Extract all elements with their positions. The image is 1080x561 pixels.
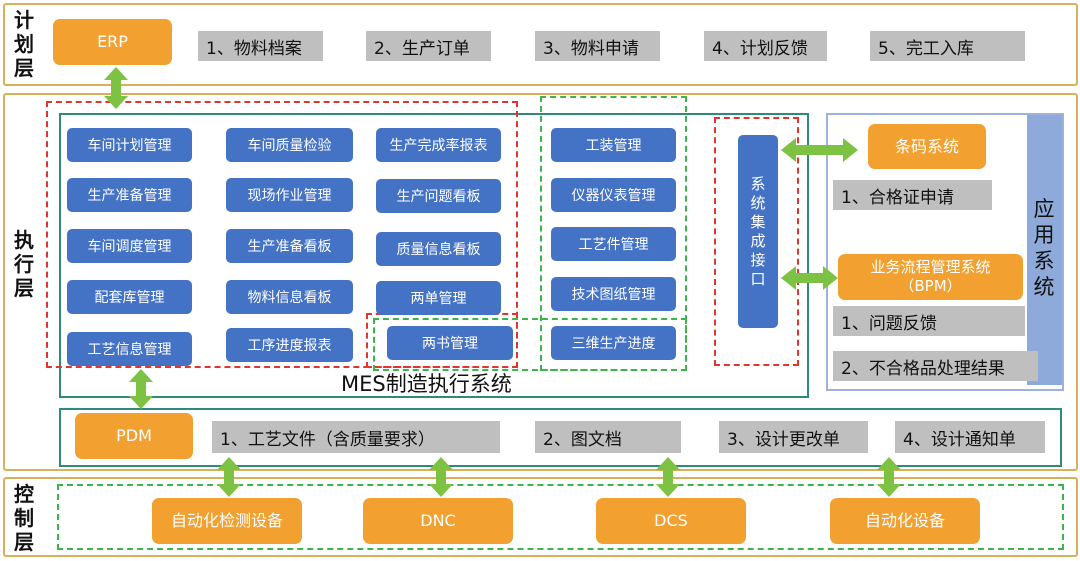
mes-module-material-board: 物料信息看板 — [226, 280, 353, 314]
plan-layer-frame — [3, 3, 1078, 86]
mes-core-dashed-region — [46, 101, 518, 368]
app-systems-frame — [826, 113, 1064, 391]
mes-module-two-docs: 两书管理 — [387, 326, 513, 360]
system-integration-interface: 系统集成接口 — [738, 135, 778, 328]
arrow-pdm-dnc — [429, 457, 453, 497]
plan-item-2: 2、生产订单 — [366, 31, 491, 61]
exec-layer-label: 执行层 — [14, 228, 34, 300]
bpm-system-box: 业务流程管理系统 （BPM） — [838, 254, 1023, 300]
arrow-mes-pdm — [129, 369, 153, 409]
plan-item-5: 5、完工入库 — [870, 31, 1025, 61]
pdm-item-design-notice: 4、设计通知单 — [895, 421, 1045, 453]
control-devices-dashed-region — [57, 484, 1064, 550]
mes-module-progress-report: 工序进度报表 — [226, 328, 353, 362]
mes-module-prep-board: 生产准备看板 — [226, 229, 353, 263]
plan-item-3: 3、物料申请 — [535, 31, 660, 61]
arrow-interface-bpm — [781, 266, 838, 290]
mes-module-field-work: 现场作业管理 — [226, 178, 353, 212]
control-dnc: DNC — [363, 498, 513, 544]
pdm-item-process-files: 1、工艺文件（含质量要求） — [212, 421, 500, 453]
mes-module-tooling: 工装管理 — [551, 128, 676, 162]
arrow-erp-mes — [104, 67, 128, 109]
mes-doc-green-dashed-region — [373, 318, 687, 371]
arrow-interface-barcode — [781, 138, 858, 162]
mes-title: MES制造执行系统 — [341, 372, 512, 396]
mes-module-process-info: 工艺信息管理 — [67, 332, 192, 366]
interface-dashed-region — [714, 117, 799, 366]
pdm-frame — [59, 408, 1062, 467]
bpm-item-nonconforming: 2、不合格品处理结果 — [833, 351, 1038, 381]
plan-item-1: 1、物料档案 — [198, 31, 323, 61]
system-integration-interface-label: 系统集成接口 — [750, 174, 766, 288]
mes-frame — [59, 113, 809, 398]
plan-item-4: 4、计划反馈 — [704, 31, 827, 61]
mes-module-prod-prep: 生产准备管理 — [67, 178, 192, 212]
mes-module-problem-board: 生产问题看板 — [376, 179, 501, 213]
arrow-pdm-auto-equipment — [877, 457, 901, 497]
mes-module-3d-progress: 三维生产进度 — [551, 326, 676, 360]
plan-layer-label: 计划层 — [14, 8, 34, 80]
control-auto-equipment: 自动化设备 — [830, 498, 980, 544]
barcode-item-certificate: 1、合格证申请 — [833, 180, 992, 210]
control-layer-label: 控制层 — [14, 482, 34, 554]
mes-module-completion-report: 生产完成率报表 — [376, 128, 501, 162]
pdm-box: PDM — [75, 413, 193, 459]
arrow-pdm-dcs — [656, 457, 680, 497]
pdm-item-drawings: 2、图文档 — [535, 421, 681, 453]
barcode-system-box: 条码系统 — [868, 124, 986, 169]
mes-module-instruments: 仪器仪表管理 — [551, 178, 676, 212]
control-auto-inspection: 自动化检测设备 — [152, 498, 302, 544]
control-layer-frame — [3, 477, 1078, 557]
mes-module-drawings: 技术图纸管理 — [551, 277, 676, 311]
app-systems-label: 应用系统 — [1033, 197, 1055, 299]
control-dcs: DCS — [596, 498, 746, 544]
mes-module-quality-board: 质量信息看板 — [376, 232, 501, 266]
mes-module-process-parts: 工艺件管理 — [551, 227, 676, 261]
mes-module-two-forms: 两单管理 — [376, 281, 501, 315]
app-systems-side-panel — [1027, 115, 1062, 385]
mes-module-dispatch: 车间调度管理 — [67, 229, 192, 263]
pdm-item-design-change: 3、设计更改单 — [719, 421, 868, 453]
mes-module-quality-inspection: 车间质量检验 — [226, 128, 353, 162]
mes-module-workshop-plan: 车间计划管理 — [67, 128, 192, 162]
bpm-item-issue-feedback: 1、问题反馈 — [833, 306, 1025, 336]
arrow-pdm-auto-inspection — [217, 457, 241, 497]
mes-module-kit-store: 配套库管理 — [67, 280, 192, 314]
exec-layer-frame — [3, 93, 1078, 471]
erp-box: ERP — [53, 19, 172, 65]
